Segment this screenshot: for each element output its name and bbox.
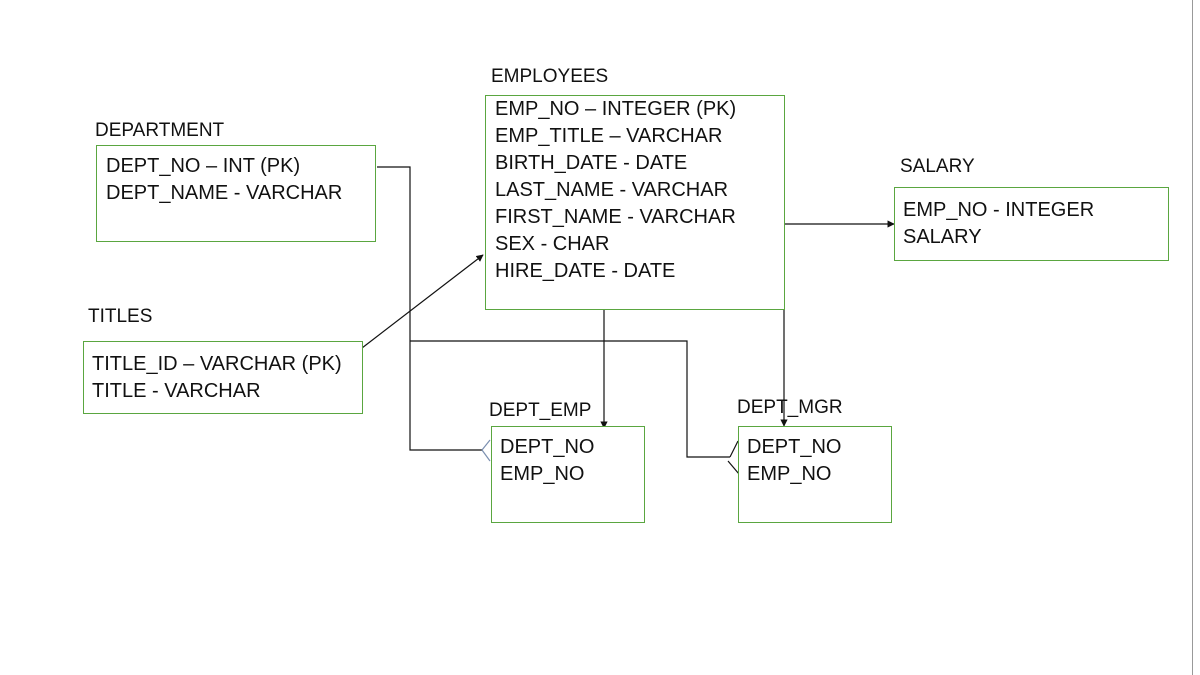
connector-titles-employees xyxy=(361,254,484,349)
table-title-department: DEPARTMENT xyxy=(95,120,225,141)
table-title-dept-emp: DEPT_EMP xyxy=(489,400,592,421)
field-sex: SEX - CHAR xyxy=(495,233,610,255)
field-dept-mgr-dept-no: DEPT_NO xyxy=(747,436,842,458)
table-title-salary: SALARY xyxy=(900,156,975,177)
table-box-department[interactable]: DEPT_NO – INT (PK) DEPT_NAME - VARCHAR xyxy=(96,145,376,242)
field-dept-mgr-emp-no: EMP_NO xyxy=(747,463,832,485)
field-salary-emp-no: EMP_NO - INTEGER xyxy=(903,199,1095,221)
field-title-id: TITLE_ID – VARCHAR (PK) xyxy=(92,353,342,375)
table-box-titles[interactable]: TITLE_ID – VARCHAR (PK) TITLE - VARCHAR xyxy=(83,341,363,414)
crow-foot-dept-emp xyxy=(481,439,491,462)
field-dept-name: DEPT_NAME - VARCHAR xyxy=(106,182,343,204)
field-birth-date: BIRTH_DATE - DATE xyxy=(495,152,688,174)
field-emp-no: EMP_NO – INTEGER (PK) xyxy=(495,98,737,120)
field-hire-date: HIRE_DATE - DATE xyxy=(495,260,676,282)
table-box-dept-emp[interactable]: DEPT_NO EMP_NO xyxy=(491,426,645,523)
field-dept-no: DEPT_NO – INT (PK) xyxy=(106,155,301,177)
crow-foot-dept-mgr xyxy=(727,440,740,475)
field-dept-emp-dept-no: DEPT_NO xyxy=(500,436,595,458)
slide-edge-divider xyxy=(1192,0,1193,675)
table-box-salary[interactable]: EMP_NO - INTEGER SALARY xyxy=(894,187,1169,261)
field-salary-amount: SALARY xyxy=(903,226,982,248)
table-title-dept-mgr: DEPT_MGR xyxy=(737,397,843,418)
table-title-employees: EMPLOYEES xyxy=(491,66,609,87)
connector-department-dept-emp xyxy=(377,166,482,451)
field-dept-emp-emp-no: EMP_NO xyxy=(500,463,585,485)
table-title-titles: TITLES xyxy=(88,306,153,327)
field-title: TITLE - VARCHAR xyxy=(92,380,261,402)
table-box-dept-mgr[interactable]: DEPT_NO EMP_NO xyxy=(738,426,892,523)
field-emp-title: EMP_TITLE – VARCHAR xyxy=(495,125,723,147)
field-first-name: FIRST_NAME - VARCHAR xyxy=(495,206,736,228)
table-box-employees[interactable]: EMP_NO – INTEGER (PK) EMP_TITLE – VARCHA… xyxy=(485,95,785,310)
connector-department-dept-mgr xyxy=(410,340,730,458)
field-last-name: LAST_NAME - VARCHAR xyxy=(495,179,729,201)
